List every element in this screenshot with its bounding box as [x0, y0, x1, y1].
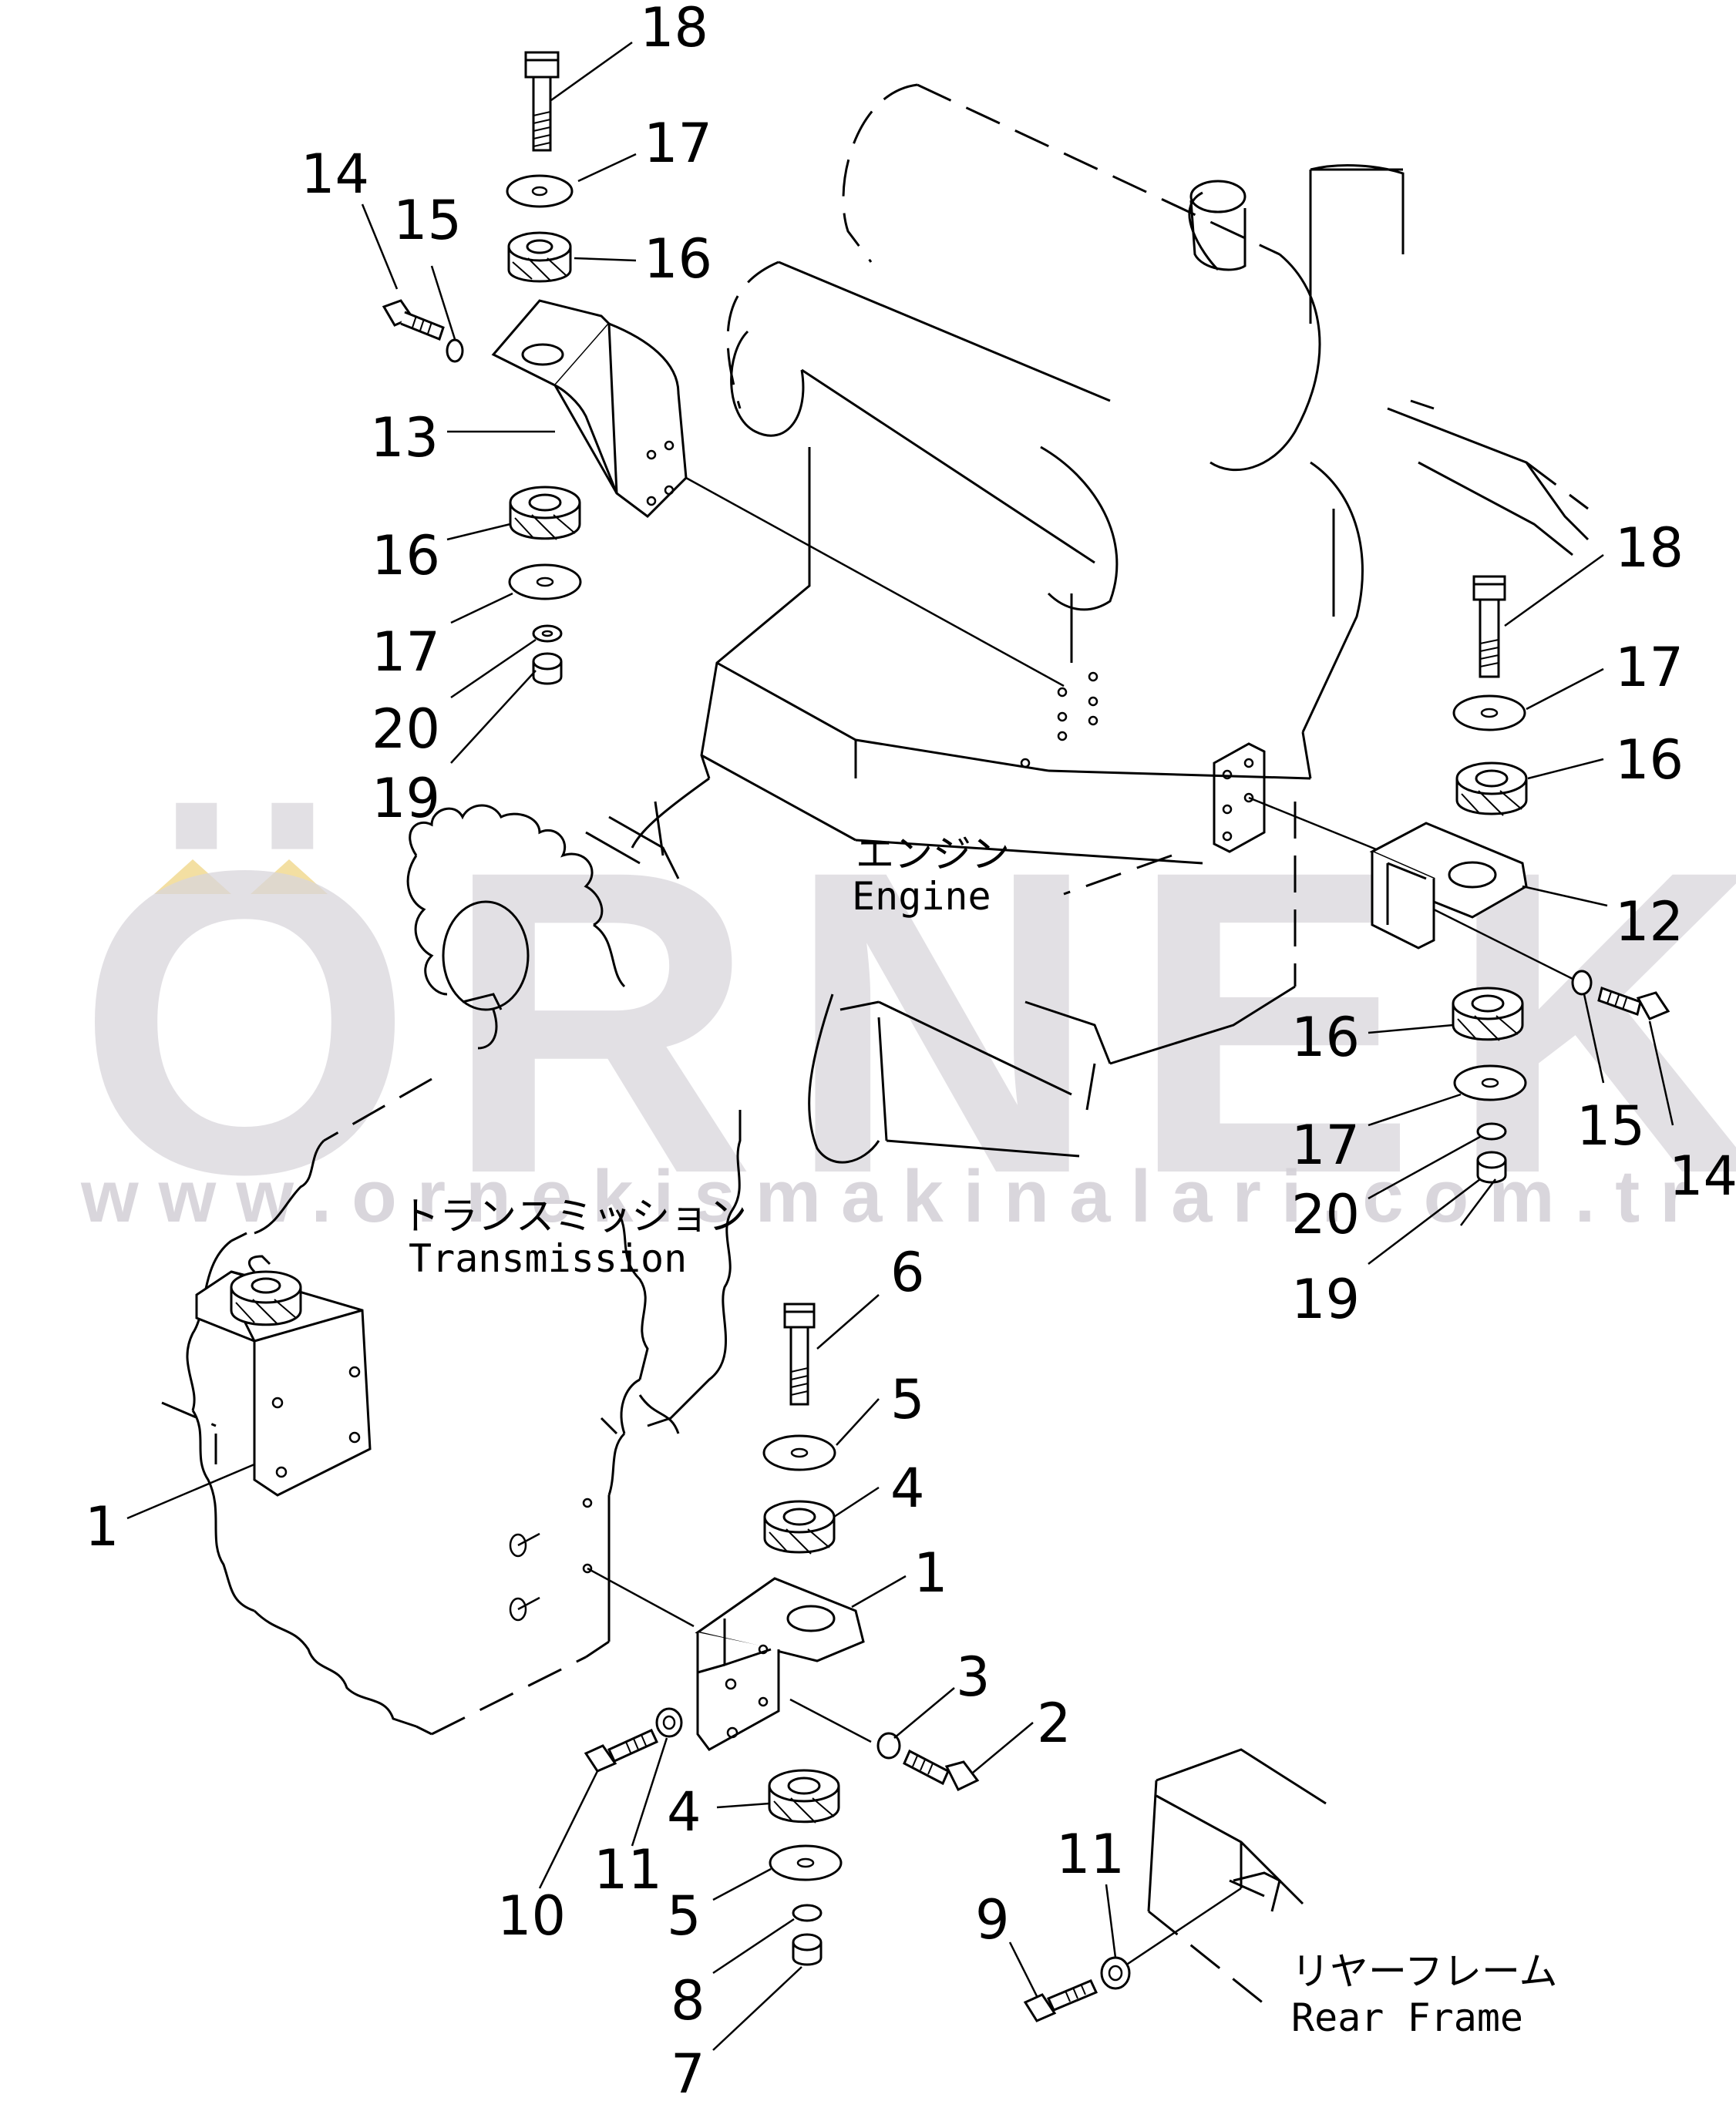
rear-frame-label-jp: リヤーフレーム	[1291, 1949, 1558, 1994]
callout-19: 19	[1291, 1268, 1360, 1331]
callout-17: 17	[1291, 1114, 1360, 1177]
mount-left-top	[382, 51, 688, 685]
callout-numbers: 18 17 16 14 15 13 16 17 20 19 18 17 16 1…	[85, 0, 1736, 2101]
transmission-outline	[186, 804, 742, 1736]
washer-20-right	[1476, 1122, 1507, 1141]
callout-18: 18	[640, 0, 708, 59]
transmission-label-en: Transmission	[409, 1236, 687, 1281]
rear-frame	[1023, 1748, 1327, 2022]
callout-2: 2	[1037, 1692, 1072, 1755]
callout-14: 14	[301, 143, 369, 206]
washer-17-top	[506, 174, 574, 208]
callout-15: 15	[1576, 1094, 1645, 1158]
nut-11-center	[655, 1707, 683, 1738]
transmission-label-jp: トランスミッション	[401, 1194, 747, 1239]
callout-11: 11	[594, 1838, 662, 1901]
washer-17-right	[1452, 694, 1526, 731]
bracket-13	[491, 299, 611, 387]
callout-5: 5	[667, 1884, 701, 1948]
callout-15: 15	[393, 189, 462, 252]
washer-17-right-low	[1453, 1064, 1527, 1101]
callout-4: 4	[890, 1457, 925, 1520]
callout-8: 8	[671, 1969, 705, 2032]
callout-9: 9	[975, 1888, 1010, 1951]
bolt-18-head	[524, 51, 560, 79]
callout-3: 3	[956, 1646, 991, 1709]
washer-15-left	[446, 338, 464, 363]
bolt-18-right-head	[1472, 575, 1506, 601]
callout-16: 16	[1291, 1006, 1360, 1069]
bolt-14-right	[1597, 987, 1642, 1016]
watermark-accent-right	[251, 859, 328, 894]
callout-6: 6	[890, 1241, 925, 1304]
washer-3	[876, 1732, 901, 1760]
rear-frame-label-en: Rear Frame	[1291, 1995, 1523, 2040]
bolt-2	[903, 1749, 950, 1786]
callout-16: 16	[372, 524, 440, 587]
engine-label-jp: エンジン	[856, 832, 1010, 876]
callout-20: 20	[1291, 1183, 1360, 1246]
engine-label-en: Engine	[852, 874, 991, 919]
watermark-url: www.ornekismakinalari.com.tr	[80, 1155, 1709, 1238]
bolt-10	[584, 1744, 617, 1773]
engine-outline	[585, 83, 1590, 1164]
callout-1: 1	[85, 1495, 119, 1558]
callout-18: 18	[1615, 516, 1684, 580]
callout-16: 16	[1615, 728, 1684, 792]
washer-17-left	[508, 563, 582, 600]
washer-5-lower	[769, 1844, 843, 1881]
callout-16: 16	[644, 227, 712, 291]
nut-11-right	[1100, 1956, 1131, 1990]
callout-14: 14	[1669, 1145, 1736, 1208]
washer-8	[792, 1904, 823, 1922]
callout-17: 17	[644, 112, 712, 175]
washer-20-left	[532, 624, 563, 643]
callout-11: 11	[1056, 1823, 1125, 1886]
washer-5-upper	[762, 1434, 836, 1471]
washer-15-right	[1571, 970, 1593, 996]
callout-1: 1	[913, 1541, 948, 1605]
callout-5: 5	[890, 1368, 925, 1431]
callout-17: 17	[1615, 636, 1684, 699]
bolt-9	[1023, 1993, 1057, 2022]
callout-12: 12	[1615, 890, 1684, 953]
part-labels: エンジン Engine トランスミッション Transmission リヤーフレ…	[401, 832, 1558, 2040]
mount-left-transmission	[161, 1255, 372, 1497]
watermark-accent-left	[154, 859, 231, 894]
mount-right	[1213, 575, 1670, 1184]
leader-lines	[126, 41, 1674, 2051]
callout-10: 10	[497, 1884, 566, 1948]
callout-17: 17	[372, 620, 440, 684]
callout-13: 13	[370, 406, 439, 469]
bolt-6-head	[783, 1303, 816, 1329]
mount-center	[584, 1303, 980, 1966]
callout-19: 19	[372, 767, 440, 830]
callout-4: 4	[667, 1780, 701, 1844]
callout-7: 7	[671, 2042, 705, 2101]
callout-20: 20	[372, 698, 440, 761]
